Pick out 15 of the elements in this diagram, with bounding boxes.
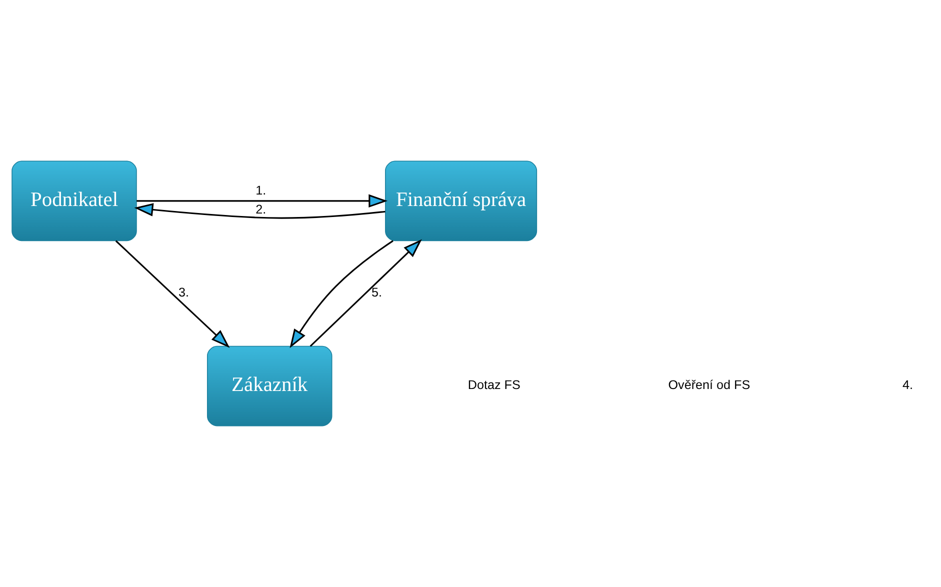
arrow — [136, 194, 388, 208]
arrow — [134, 203, 386, 219]
arrow — [290, 240, 394, 348]
edge-label: 5. — [371, 285, 382, 300]
edge-label: 1. — [256, 183, 266, 198]
edge-label: 3. — [178, 285, 189, 300]
label: Dotaz FS — [468, 378, 520, 392]
node-box: Zákazník — [206, 346, 332, 426]
edge-label: 2. — [256, 202, 266, 216]
arrow — [115, 240, 230, 348]
label: Ověření od FS — [668, 378, 750, 392]
arrow — [310, 239, 422, 347]
label: 4. — [902, 378, 913, 392]
node-box: Podnikatel — [12, 160, 137, 242]
node-box: Finanční správa — [385, 160, 538, 242]
